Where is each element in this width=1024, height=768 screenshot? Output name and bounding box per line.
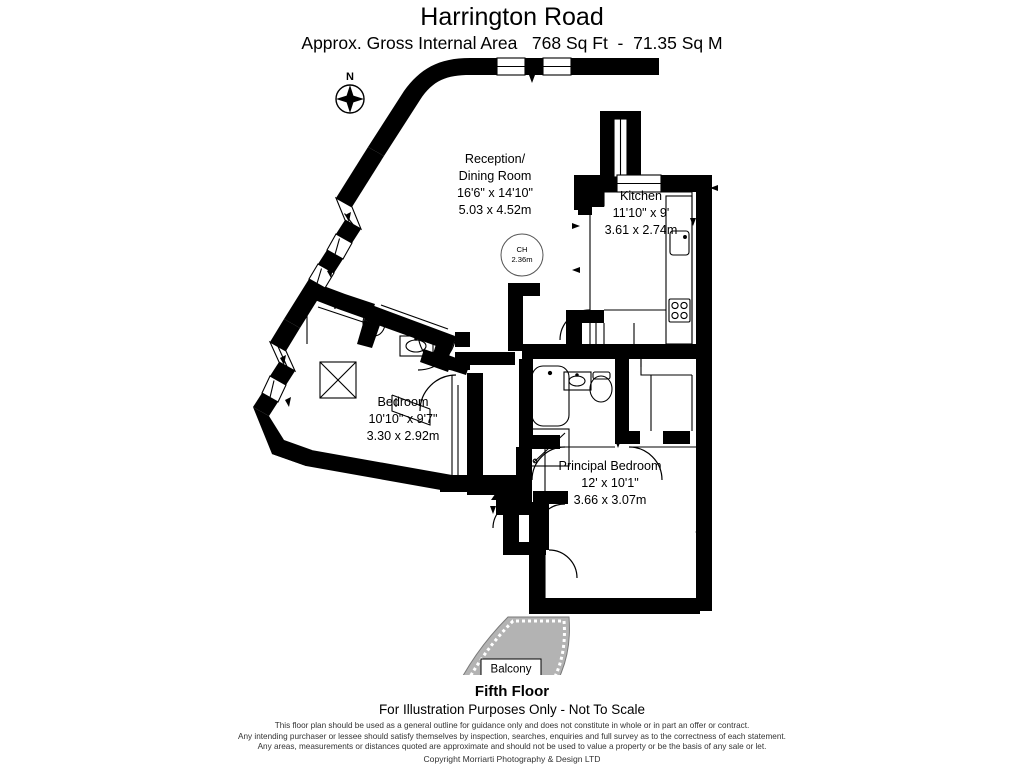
principal-bedroom-imperial: 12' x 10'1" [581, 476, 639, 490]
door-wardrobe [628, 446, 663, 481]
door-reception-hall-2 [417, 331, 457, 371]
door-reception-hall [417, 331, 457, 371]
window-diagonal-2 [326, 233, 353, 260]
wc-icon-2 [589, 371, 613, 403]
disclaimer-block: This floor plan should be used as a gene… [0, 721, 1024, 753]
reception-metric: 5.03 x 4.52m [459, 203, 532, 217]
opening-markers [280, 75, 718, 606]
entrance-arrow-icon [491, 487, 509, 515]
kitchen-worktop [665, 195, 693, 345]
window-diagonal-4 [268, 340, 297, 373]
copyright-notice: Copyright Morriarti Photography & Design… [423, 754, 601, 764]
reception-name-line2: Dining Room [459, 169, 532, 183]
reception-imperial: 16'6" x 14'10" [457, 186, 533, 200]
ceiling-height-abbr: CH [517, 245, 528, 254]
basin-icon-2 [563, 371, 592, 391]
kitchen-name: Kitchen [620, 189, 662, 203]
room-label-principal-bedroom: Principal Bedroom 12' x 10'1" 3.66 x 3.0… [559, 459, 662, 507]
disclaimer-line-1: This floor plan should be used as a gene… [274, 721, 750, 730]
ceiling-height-badge: CH 2.36m [500, 233, 544, 277]
room-outlines [306, 191, 696, 614]
illustration-note: For Illustration Purposes Only - Not To … [378, 702, 646, 717]
page-title: Harrington Road [420, 3, 604, 31]
room-label-kitchen: Kitchen 11'10" x 9' 3.61 x 2.74m [605, 189, 678, 237]
door-entrance [548, 549, 578, 579]
principal-bedroom-metric: 3.66 x 3.07m [574, 493, 647, 507]
principal-bedroom-name: Principal Bedroom [559, 459, 662, 473]
plan-header: Harrington Road Approx. Gross Internal A… [0, 0, 1024, 54]
reception-name-line1: Reception/ [465, 152, 526, 166]
shower-tray-icon-1 [319, 361, 357, 399]
kitchen-sink-icon [669, 230, 690, 256]
door-bathroom [531, 446, 566, 481]
compass-north-label: N [346, 71, 354, 83]
kitchen-hob-icon [668, 298, 691, 323]
ceiling-height-value: 2.36m [511, 255, 532, 264]
kitchen-imperial: 11'10" x 9' [613, 206, 670, 220]
balcony-label: Balcony [491, 664, 532, 676]
bedroom-metric: 3.30 x 2.92m [367, 429, 440, 443]
bedroom-name: Bedroom [377, 395, 428, 409]
kitchen-metric: 3.61 x 2.74m [605, 223, 678, 237]
door-bedroom [419, 374, 457, 412]
wall-structure [253, 58, 712, 614]
room-label-bedroom: Bedroom 10'10" x 9'7" 3.30 x 2.92m [367, 395, 440, 443]
door-kitchen [559, 309, 591, 341]
door-principal-bedroom [535, 503, 566, 534]
room-label-reception-dining: Reception/ Dining Room 16'6" x 14'10" 5.… [457, 152, 533, 217]
window-diagonal-5 [261, 375, 287, 403]
door-ensuite [312, 286, 336, 310]
bedroom-imperial: 10'10" x 9'7" [368, 412, 437, 426]
area-subtitle: Approx. Gross Internal Area 768 Sq Ft - … [301, 33, 723, 53]
window-diagonal-3 [308, 263, 335, 289]
disclaimer-line-2: Any intending purchaser or lessee should… [238, 731, 786, 741]
balcony-label-box [480, 658, 542, 675]
compass-rose-icon: N [335, 71, 365, 114]
bathtub-icon [531, 365, 570, 427]
floorplan-drawing: N [0, 55, 1024, 675]
disclaimer-line-3: Any areas, measurements or distances quo… [257, 742, 767, 752]
basin-icon-1 [399, 335, 434, 357]
balcony-area: Balcony [462, 616, 570, 676]
wc-icon-1 [362, 308, 386, 337]
floor-label: Fifth Floor [474, 683, 550, 700]
